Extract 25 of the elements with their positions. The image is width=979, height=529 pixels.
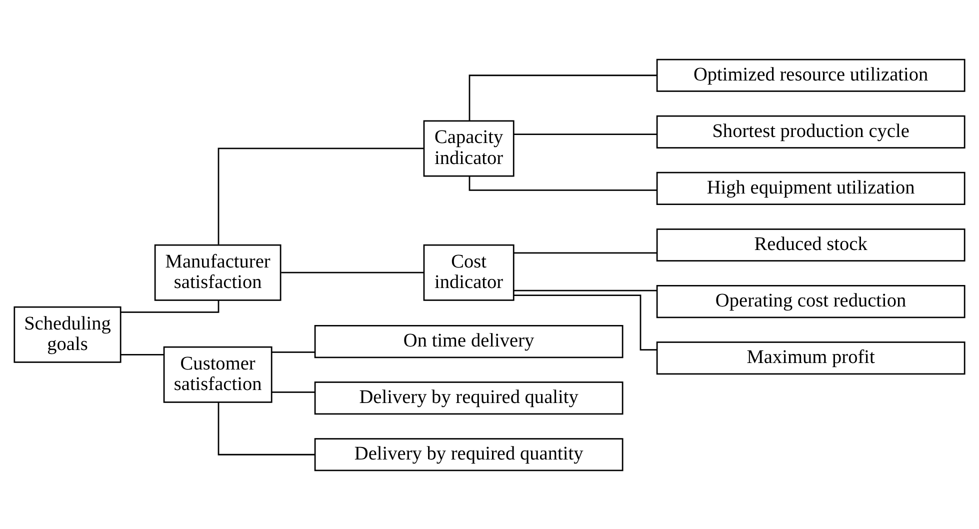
node-box: Reduced stock xyxy=(656,228,966,262)
connector xyxy=(218,147,424,244)
node-box: Scheduling goals xyxy=(14,306,122,362)
connector xyxy=(218,402,315,455)
node-box: On time delivery xyxy=(314,324,624,358)
connector xyxy=(514,252,657,254)
connector xyxy=(281,271,424,273)
connector xyxy=(514,133,657,135)
node-box: High equipment utilization xyxy=(656,171,966,204)
connector xyxy=(468,74,657,120)
connector xyxy=(514,289,657,291)
connector xyxy=(514,294,657,350)
node-box: Customer satisfaction xyxy=(163,346,272,402)
connector xyxy=(272,391,315,392)
connector xyxy=(120,353,164,355)
node-box: Optimized resource utilization xyxy=(656,58,966,92)
node-box: Capacity indicator xyxy=(423,120,514,176)
node-box: Maximum profit xyxy=(656,341,966,374)
connector xyxy=(272,351,315,352)
node-box: Delivery by required quality xyxy=(314,381,624,414)
node-box: Delivery by required quantity xyxy=(314,438,624,471)
node-box: Cost indicator xyxy=(423,244,514,300)
node-box: Operating cost reduction xyxy=(656,284,966,318)
node-box: Shortest production cycle xyxy=(656,114,966,148)
node-box: Manufacturer satisfaction xyxy=(154,244,282,300)
